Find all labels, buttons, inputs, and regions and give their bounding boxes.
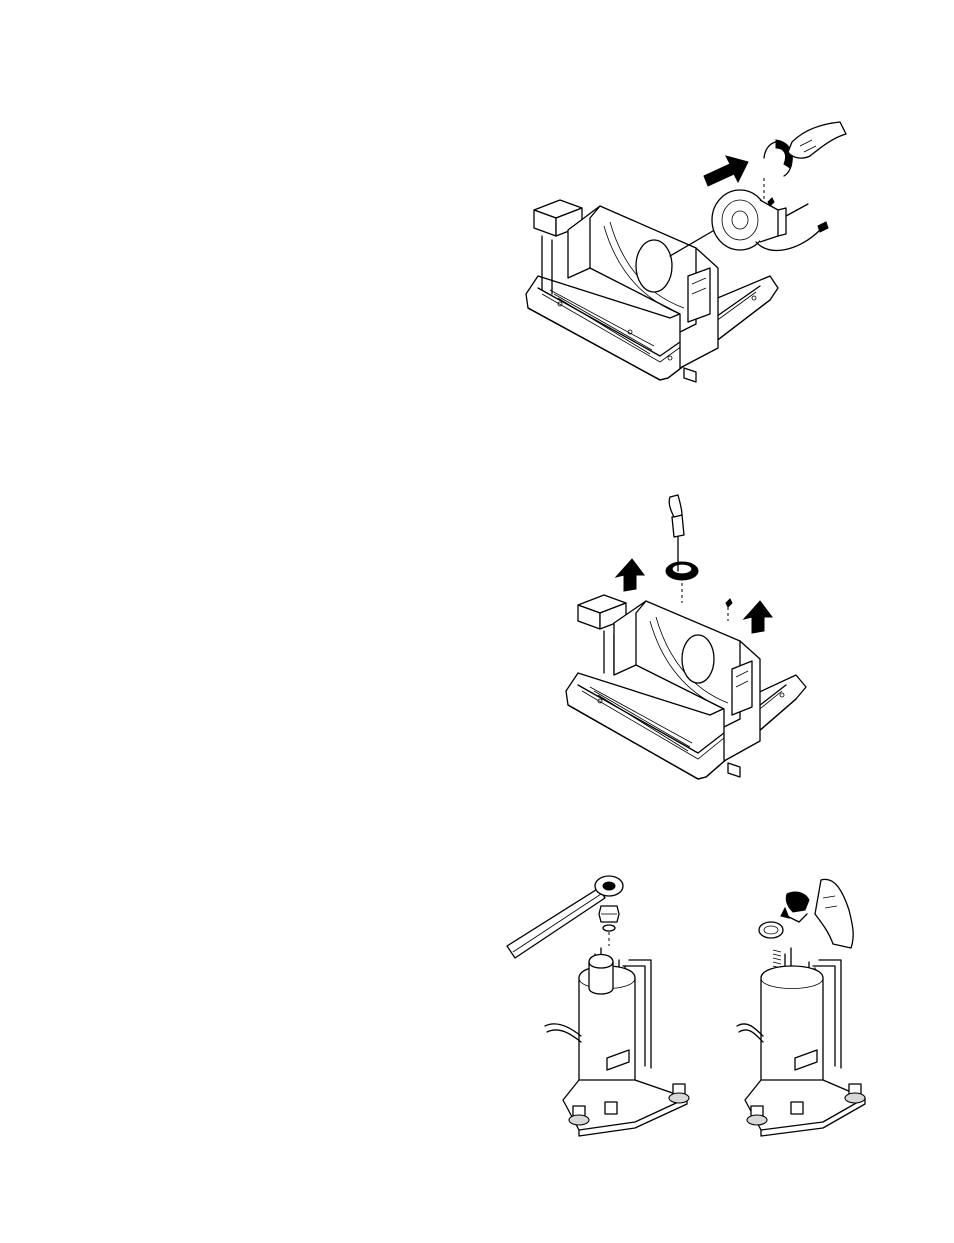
fan-motor-removal-figure [520,118,850,388]
fan-motor-removal-icon [520,118,850,388]
compressor-terminal-figure [725,870,875,1140]
compressor-nut-wrench-icon [505,870,705,1140]
base-lift-figure [560,495,820,795]
base-lift-icon [560,495,820,795]
compressor-terminal-cover-icon [725,870,875,1140]
compressor-nut-figure [505,870,705,1140]
